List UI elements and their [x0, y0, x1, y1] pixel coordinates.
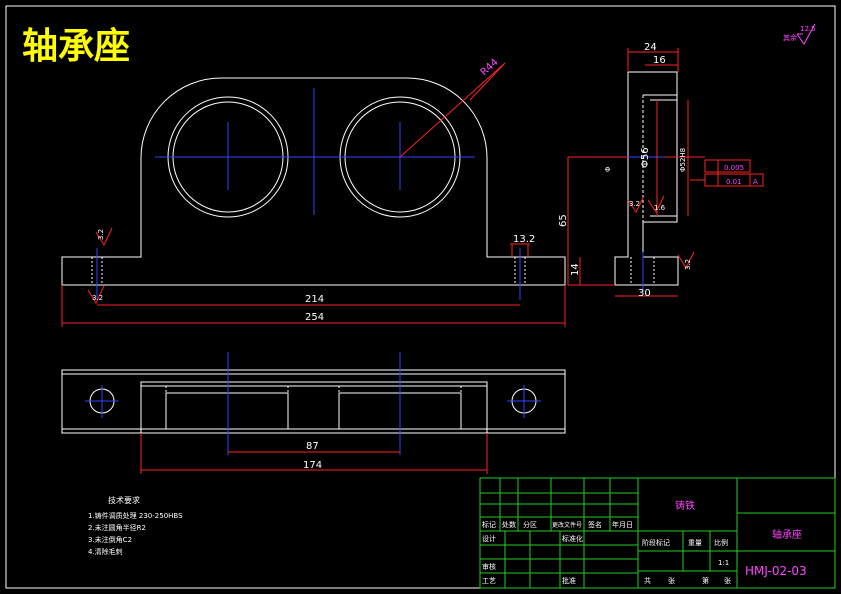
- dim-174: 174: [303, 460, 322, 471]
- dim-13-2: 13.2: [513, 234, 535, 245]
- note-3: 3.未注倒角C2: [88, 535, 132, 544]
- roughness-symbol: 其余 12.5: [783, 23, 816, 45]
- dim-87: 87: [306, 441, 319, 452]
- tb-scale-label: 比例: [714, 538, 728, 547]
- tol-ref: A: [753, 178, 758, 186]
- tb-sheets-1: 张: [668, 576, 675, 585]
- tb-drawing-no: HMJ-02-03: [745, 564, 807, 578]
- tb-review: 审核: [482, 562, 496, 571]
- note-2: 2.未注圆角半径R2: [88, 523, 146, 532]
- top-dimensions: [140, 433, 488, 474]
- tb-scale: 1:1: [718, 559, 729, 567]
- tb-sheets-0: 共: [644, 576, 651, 585]
- tb-row-label-5: 年月日: [612, 520, 633, 529]
- dim-rough-a: 3.2: [97, 229, 105, 240]
- dim-52: Φ52H8: [679, 148, 687, 172]
- note-4: 4.清除毛刺: [88, 547, 123, 556]
- tol-2: 0.01: [726, 178, 742, 186]
- side-centerlines: [590, 156, 700, 292]
- svg-text:其余: 其余: [783, 33, 797, 42]
- tb-row-label-0: 标记: [482, 520, 496, 529]
- top-view: [61, 369, 566, 434]
- dim-30: 30: [638, 288, 651, 299]
- front-dimensions: [61, 62, 566, 327]
- dim-rough-16: 1.6: [654, 204, 666, 212]
- dim-radius: R44: [479, 57, 501, 78]
- tb-part-name: 轴承座: [772, 528, 802, 541]
- side-dimensions: [567, 48, 764, 297]
- tb-weight-label: 重量: [688, 539, 702, 547]
- dim-rough-d: 3.2: [684, 259, 692, 270]
- dim-65: 65: [558, 214, 569, 227]
- front-centerlines: [96, 88, 521, 300]
- tb-design: 设计: [482, 534, 496, 543]
- dim-14: 14: [570, 263, 581, 276]
- technical-notes: 技术要求 1.铸件调质处理 230-250HBS 2.未注圆角半径R2 3.未注…: [88, 495, 183, 556]
- top-centerlines: [85, 352, 541, 455]
- note-1: 1.铸件调质处理 230-250HBS: [88, 511, 183, 520]
- notes-heading: 技术要求: [108, 495, 140, 505]
- svg-text:12.5: 12.5: [800, 25, 816, 33]
- dim-24: 24: [644, 42, 657, 53]
- tb-material: 铸铁: [675, 499, 695, 512]
- tb-stage-label: 阶段标记: [642, 538, 670, 547]
- dim-254: 254: [305, 312, 324, 323]
- tb-process: 工艺: [482, 577, 496, 585]
- tb-row-label-3: 更改文件号: [552, 521, 582, 529]
- dim-56: Φ56: [640, 147, 651, 168]
- dim-16: 16: [653, 55, 666, 66]
- tb-standardize: 标准化: [562, 534, 583, 543]
- drawing-frame: [5, 5, 836, 589]
- tb-sheets-2: 第: [702, 576, 709, 585]
- dim-phi: Φ: [604, 166, 612, 172]
- tb-row-label-4: 签名: [588, 520, 602, 529]
- tb-row-label-1: 处数: [502, 520, 516, 529]
- tb-row-label-2: 分区: [523, 520, 537, 529]
- dim-rough-c: 3.2: [629, 200, 640, 208]
- title-block: [479, 477, 836, 589]
- drawing-title: 轴承座: [22, 26, 130, 67]
- tb-sheets-3: 张: [724, 576, 731, 585]
- dim-rough-b: 3.2: [92, 294, 103, 302]
- tb-approve: 批准: [562, 576, 576, 585]
- tol-1: 0.005: [724, 164, 744, 172]
- dim-214: 214: [305, 294, 324, 305]
- side-view: [614, 71, 679, 286]
